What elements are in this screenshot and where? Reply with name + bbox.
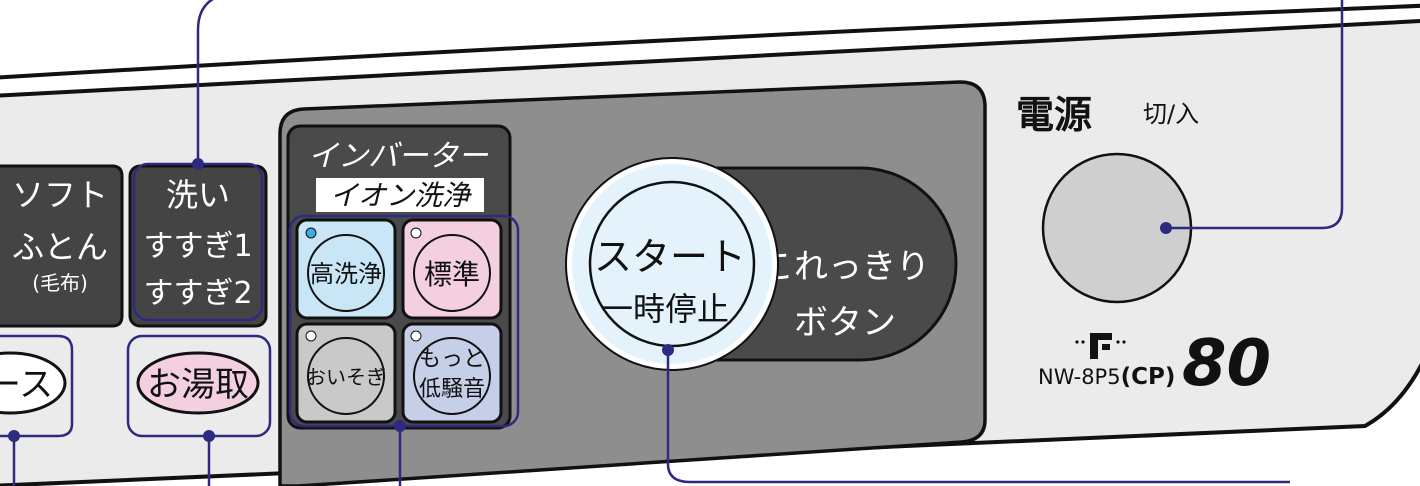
- inverter-wash-group: インバーター イオン洗浄 高洗浄 標準 おいそぎ もっ: [286, 124, 512, 430]
- wash-rinse-line2: すすぎ1: [143, 229, 252, 264]
- quieter-led-icon: [410, 330, 422, 342]
- start-pause-button[interactable]: スタート 一時停止: [565, 157, 779, 371]
- high-wash-button[interactable]: 高洗浄: [295, 218, 397, 320]
- standard-button[interactable]: 標準: [401, 218, 503, 320]
- wash-rinse-line3: すすぎ2: [143, 276, 252, 311]
- high-wash-label: 高洗浄: [310, 260, 382, 288]
- standard-label: 標準: [424, 258, 480, 291]
- quick-button[interactable]: おいそぎ: [295, 322, 397, 424]
- korekkiri-line1: これっきり: [760, 247, 930, 287]
- capacity-number: 80: [1182, 327, 1271, 401]
- start-label: スタート: [594, 235, 746, 279]
- course-button[interactable]: ース: [0, 351, 67, 415]
- leader-dots: [8, 158, 1172, 442]
- power-sub-label: 切/入: [1143, 100, 1199, 128]
- quieter-button[interactable]: もっと 低騒音: [401, 322, 503, 424]
- wash-rinse-line1: 洗い: [166, 176, 230, 214]
- course-button-label: ース: [0, 365, 53, 405]
- quieter-label-line1: もっと: [419, 347, 485, 372]
- bath-water-button[interactable]: お湯取: [136, 351, 260, 415]
- model-number: NW-8P5(CP): [1038, 364, 1175, 390]
- korekkiri-line2: ボタン: [794, 303, 896, 343]
- inverter-title: インバーター: [308, 139, 489, 174]
- bath-water-button-label: お湯取: [147, 365, 249, 405]
- brand-logo-icon: [1075, 333, 1126, 359]
- quick-led-icon: [305, 330, 317, 342]
- power-label: 電源: [1016, 93, 1092, 137]
- quieter-label-line2: 低騒音: [419, 377, 485, 402]
- wash-rinse-indicator: 洗い すすぎ1 すすぎ2: [128, 164, 268, 328]
- quick-label: おいそぎ: [306, 365, 386, 389]
- soft-futon-indicator: ソフト ふとん (毛布): [0, 164, 124, 328]
- soft-futon-line1: ソフト: [12, 176, 108, 214]
- soft-futon-line2: ふとん: [12, 228, 108, 266]
- panel-top-rim: [0, 3, 1420, 80]
- pause-label: 一時停止: [601, 290, 729, 328]
- standard-led-icon: [410, 227, 422, 239]
- soft-futon-line3: (毛布): [32, 271, 88, 295]
- ion-wash-subtitle: イオン洗浄: [330, 179, 472, 212]
- high-wash-led-icon: [305, 227, 317, 239]
